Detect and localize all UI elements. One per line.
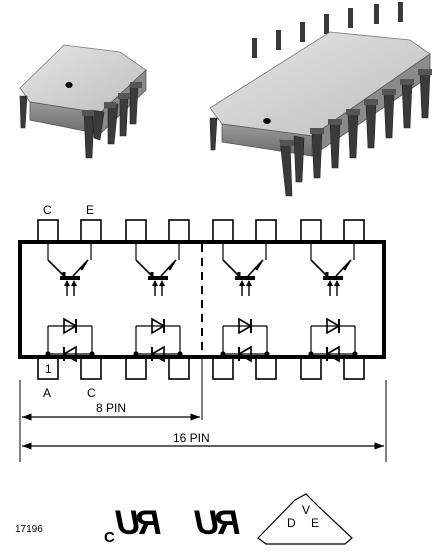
pin-label-collector-top: C [43, 203, 52, 217]
ur-mark-1: RU [120, 504, 162, 542]
dimension-16-pin: 16 PIN [173, 431, 210, 445]
vde-letter-v: V [302, 503, 311, 517]
dip8-package-illustration [19, 44, 147, 159]
dimension-8-pin: 8 PIN [96, 401, 127, 415]
ur-mark-2: RU [199, 504, 241, 542]
pin-label-anode-bottom: A [43, 386, 52, 400]
ur-c-prefix: C [104, 529, 115, 546]
vde-letter-d: D [287, 516, 296, 530]
pin-label-cathode-bottom: C [87, 386, 96, 400]
vde-letter-e: E [311, 516, 320, 530]
figure-id: 17196 [15, 524, 43, 535]
pinout-schematic [18, 219, 387, 462]
vde-triangle-icon [257, 493, 353, 545]
pin-number-1: 1 [45, 362, 52, 376]
pin-label-emitter-top: E [86, 203, 95, 217]
dip16-package-illustration [209, 2, 432, 197]
